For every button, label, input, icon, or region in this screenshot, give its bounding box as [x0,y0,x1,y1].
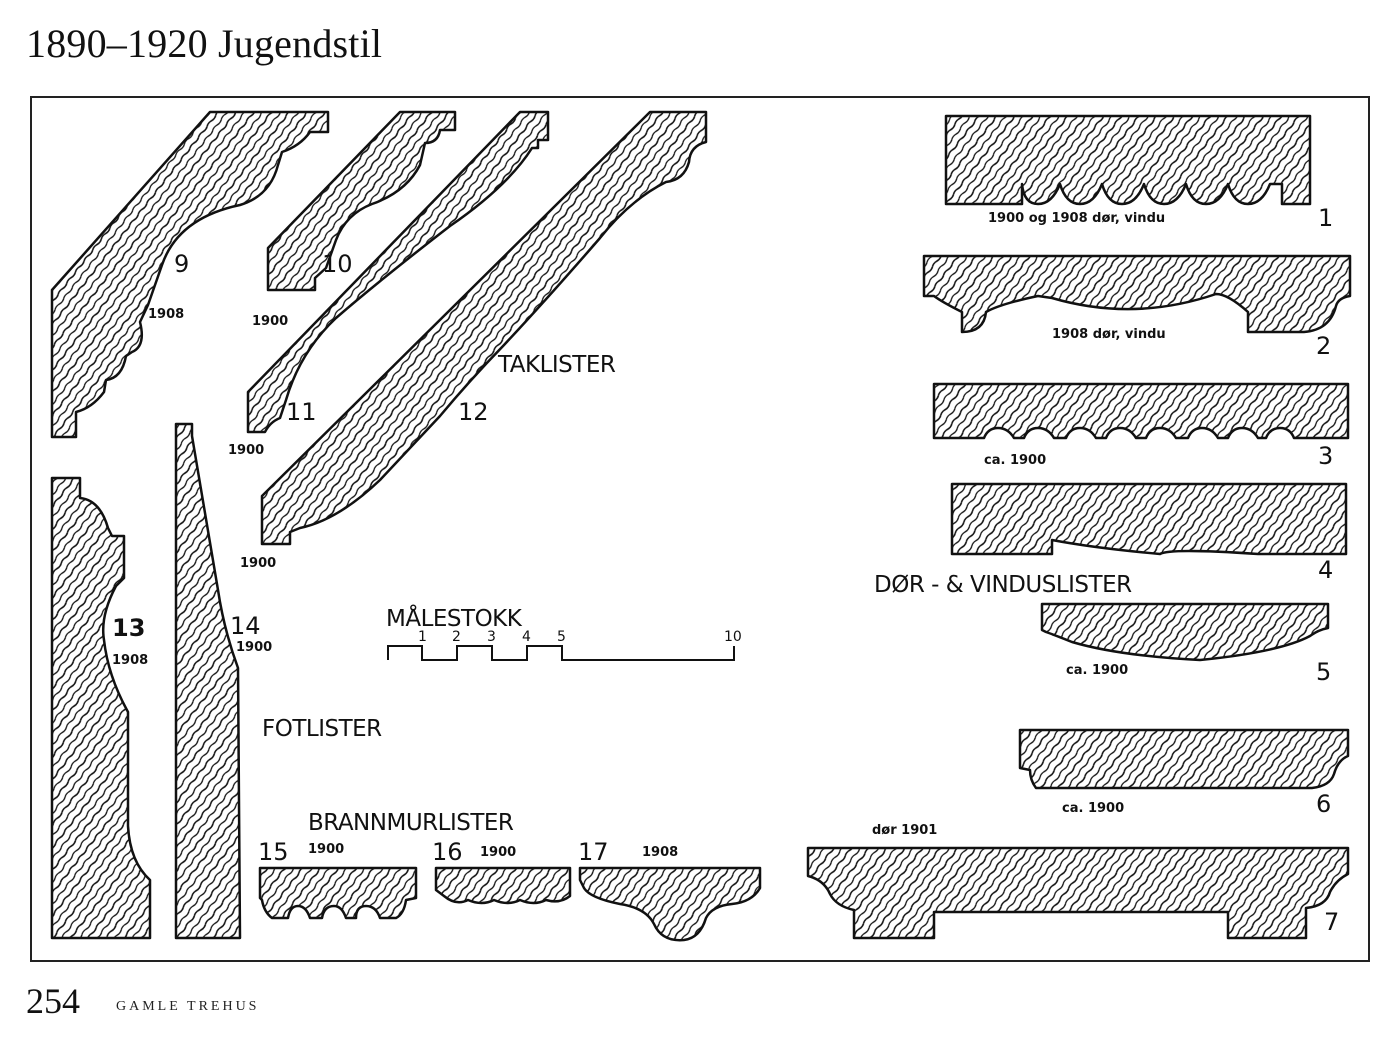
scale-tick-5: 5 [557,629,566,645]
profile-3-caption: ca. 1900 [984,453,1046,468]
profile-15-shape [258,866,418,920]
profile-1-shape [944,114,1312,206]
profile-14-shape [174,422,242,940]
profile-5-caption: ca. 1900 [1066,663,1128,678]
scale-tick-10: 10 [724,629,742,645]
profile-2-caption: 1908 dør, vindu [1052,327,1166,342]
profile-15-caption: 1900 [308,842,344,857]
profile-10-caption: 1900 [252,314,288,329]
profile-1-caption: 1900 og 1908 dør, vindu [988,211,1165,226]
profile-14-caption: 1900 [236,640,272,655]
profile-9-number: 9 [174,250,189,278]
profile-3-number: 3 [1318,442,1333,470]
profile-4-shape [950,482,1348,556]
profile-7-shape [806,846,1350,940]
profile-11-caption: 1900 [228,443,264,458]
section-taklister: TAKLISTER [497,352,616,378]
book-title: GAMLE TREHUS [116,999,260,1014]
profile-14-number: 14 [230,612,261,640]
profile-13-number: 13 [112,614,145,642]
profile-17-number: 17 [578,838,609,866]
profile-11-shape [246,110,550,434]
profile-13-caption: 1908 [112,653,148,668]
scale-tick-1: 1 [418,629,427,645]
profile-1-number: 1 [1318,204,1333,232]
profile-4-number: 4 [1318,556,1333,584]
profile-12-shape [260,110,708,546]
profile-7-caption: dør 1901 [872,823,937,838]
profile-3-shape [932,382,1350,440]
profile-17-caption: 1908 [642,845,678,860]
profile-2-shape [922,254,1352,334]
profile-10-shape [266,110,457,292]
drawing-frame [30,96,1370,962]
profile-16-number: 16 [432,838,463,866]
profile-7-number: 7 [1324,908,1339,936]
scale-bar [387,645,735,661]
profile-10-number: 10 [322,250,353,278]
profile-9-shape [50,110,330,439]
profile-6-number: 6 [1316,790,1331,818]
profile-6-caption: ca. 1900 [1062,801,1124,816]
profile-9-caption: 1908 [148,307,184,322]
profile-11-number: 11 [286,398,317,426]
profile-5-shape [1040,602,1330,662]
section-brannmurlister: BRANNMURLISTER [308,810,514,836]
section-fotlister: FOTLISTER [262,716,382,742]
profile-16-shape [434,866,572,905]
scale-tick-4: 4 [522,629,531,645]
profile-2-number: 2 [1316,332,1331,360]
section-dor-vinduslister: DØR - & VINDUSLISTER [874,572,1132,598]
profile-12-number: 12 [458,398,489,426]
profile-16-caption: 1900 [480,845,516,860]
scale-tick-2: 2 [452,629,461,645]
profile-15-number: 15 [258,838,289,866]
profile-12-caption: 1900 [240,556,276,571]
section-malestokk: MÅLESTOKK [386,604,523,632]
profile-5-number: 5 [1316,658,1331,686]
page-title: 1890–1920 Jugendstil [26,21,383,66]
scale-tick-3: 3 [487,629,496,645]
profile-13-shape [50,476,152,940]
profile-6-shape [1018,728,1350,790]
page-number: 254 [26,981,80,1021]
profile-17-shape [578,866,762,942]
